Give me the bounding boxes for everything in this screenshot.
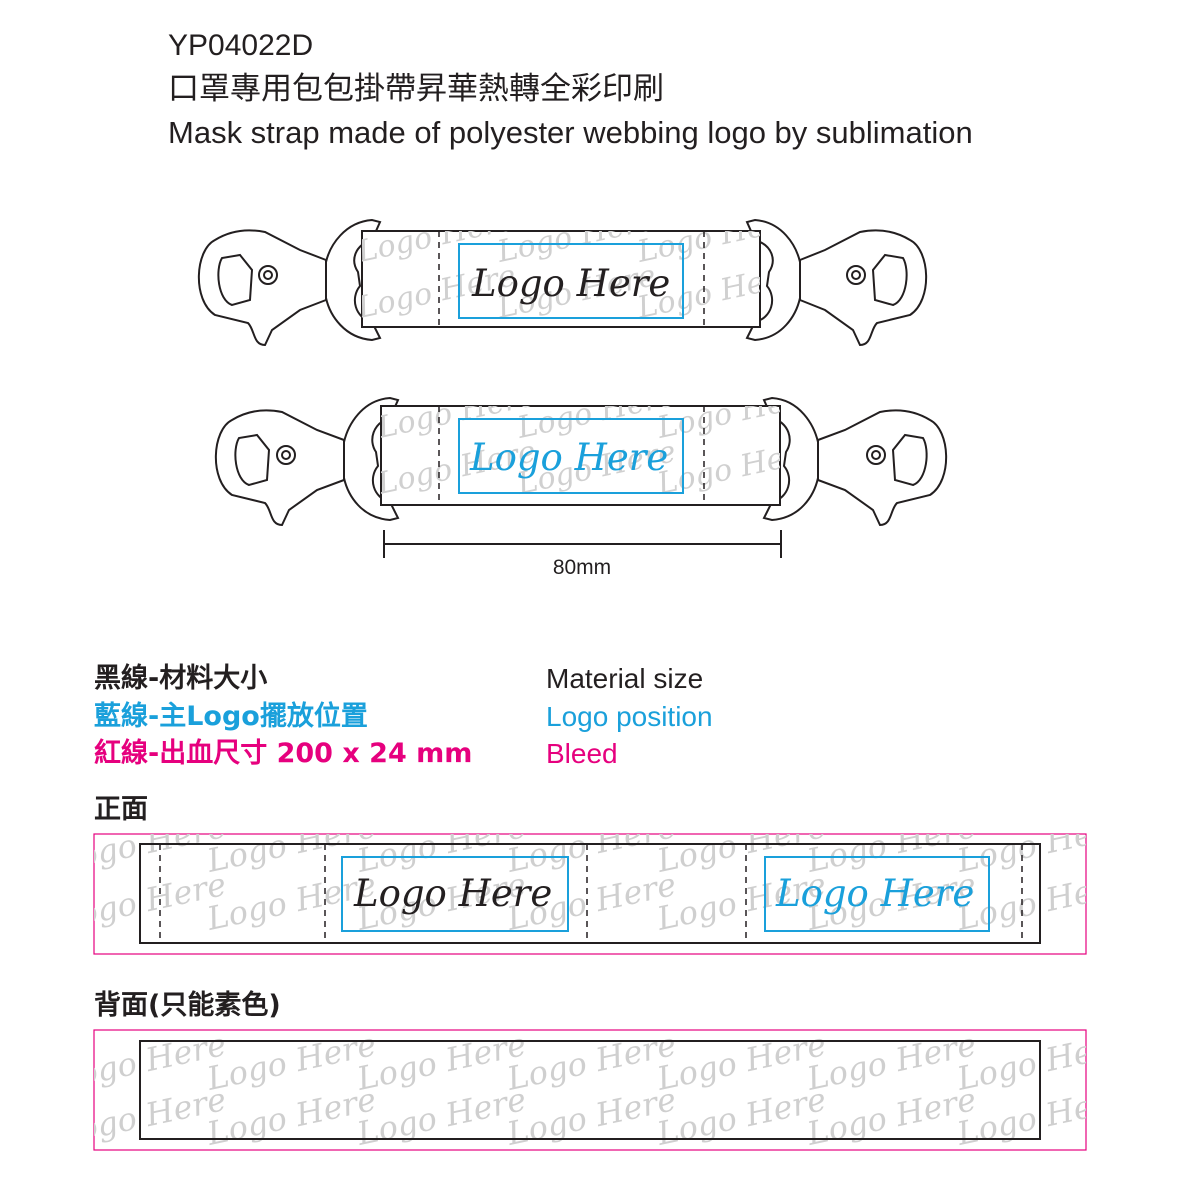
logo-position-left [341, 856, 569, 932]
front-layout-panel: Logo Here Logo Here Logo Here Logo Here … [93, 833, 1087, 955]
right-lobster-clasp-2 [762, 396, 948, 527]
title-chinese: 口罩專用包包掛帶昇華熱轉全彩印刷 [168, 71, 664, 107]
front-section-title: 正面 [94, 794, 148, 825]
legend-logo-en: Logo position [546, 701, 713, 732]
title-english: Mask strap made of polyester webbing log… [168, 115, 973, 150]
legend-bleed-en: Bleed [546, 738, 618, 769]
left-lobster-clasp-2 [214, 396, 400, 527]
back-layout-panel: Logo Here Logo Here Logo Here Logo Here … [93, 1029, 1087, 1151]
strap-back-logo-text: Logo Here [469, 436, 668, 479]
strap-front-illustration: Logo Here Logo Here Logo Here Logo Here … [197, 218, 928, 347]
strap-back-logo-area [458, 418, 684, 494]
material-outline-back [139, 1040, 1041, 1140]
strap-back-illustration: Logo Here Logo Here Logo Here Logo Here … [214, 396, 948, 527]
bleed-outline-front [93, 833, 1087, 955]
product-code: YP04022D [168, 29, 314, 62]
right-lobster-clasp [745, 218, 928, 347]
front-logo-blue: Logo Here [775, 872, 974, 915]
legend-bleed-zh: 紅線-出血尺寸 200 x 24 mm [94, 738, 473, 769]
front-logo-black: Logo Here [353, 872, 552, 915]
legend-logo-zh: 藍線-主Logo擺放位置 [94, 701, 368, 732]
dimension-label: 80mm [553, 556, 611, 579]
legend-material-en: Material size [546, 663, 704, 694]
strap-front-logo-area [458, 243, 684, 319]
logo-position-right [764, 856, 990, 932]
bleed-outline-back [93, 1029, 1087, 1151]
legend-material-zh: 黑線-材料大小 [94, 663, 268, 694]
left-lobster-clasp [197, 218, 382, 347]
back-section-title: 背面(只能素色) [94, 990, 281, 1021]
dimension-80mm [383, 530, 782, 558]
strap-front-logo-text: Logo Here [471, 262, 670, 305]
material-outline-front [139, 843, 1041, 944]
